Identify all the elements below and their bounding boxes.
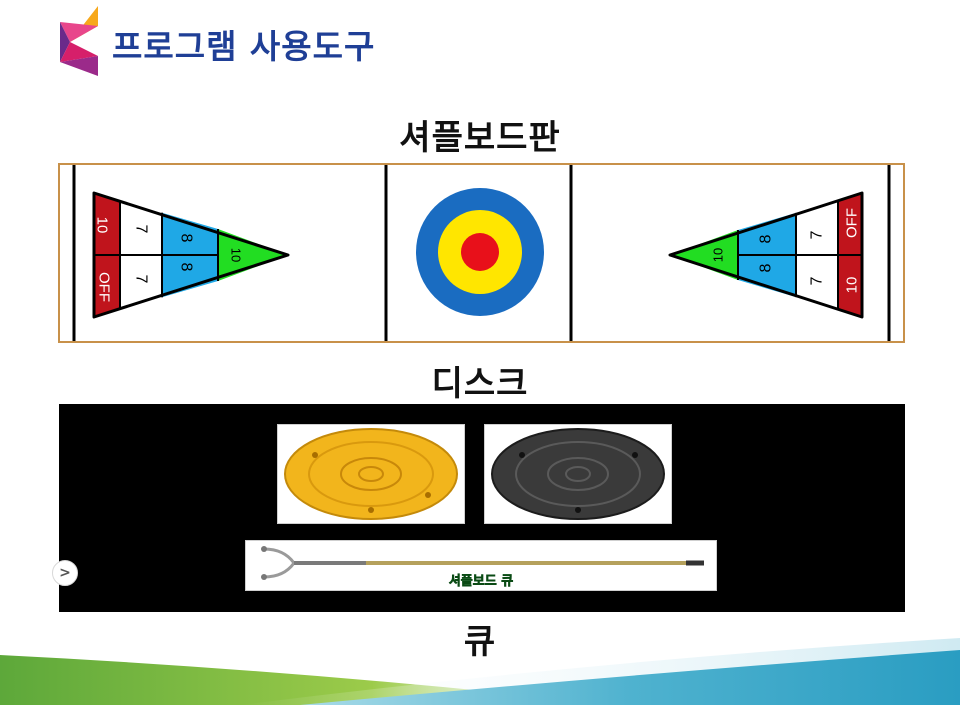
black-disc-photo bbox=[484, 424, 672, 524]
center-target bbox=[416, 188, 544, 316]
right-zone-off: OFF bbox=[844, 208, 861, 238]
slide-title: 프로그램 사용도구 bbox=[112, 27, 376, 66]
cue-photo: 셔플보드 큐 bbox=[245, 540, 717, 591]
next-slide-button[interactable]: > bbox=[52, 560, 78, 586]
left-zone-tip: 10 bbox=[229, 248, 244, 262]
disc-heading: 디스크 bbox=[431, 364, 529, 404]
left-zone-8-bottom: 8 bbox=[178, 263, 195, 272]
equipment-photo-panel: 셔플보드 큐 bbox=[59, 404, 905, 612]
right-scoring-triangle bbox=[668, 191, 864, 319]
shuffleboard-court: 10 OFF 7 7 8 8 10 OFF 10 7 7 8 8 10 bbox=[58, 163, 905, 343]
cue-heading: 큐 bbox=[463, 622, 497, 662]
bottom-wave-decoration bbox=[0, 638, 960, 705]
right-zone-7-top: 7 bbox=[809, 230, 826, 239]
yellow-disc-photo bbox=[277, 424, 465, 524]
board-heading: 셔플보드판 bbox=[399, 118, 561, 158]
chevron-right-icon: > bbox=[59, 565, 71, 581]
left-zone-8-top: 8 bbox=[178, 234, 195, 243]
cue-caption: 셔플보드 큐 bbox=[449, 573, 513, 589]
right-zone-8-bottom: 8 bbox=[758, 263, 775, 272]
left-scoring-triangle bbox=[92, 191, 290, 319]
left-zone-7-top: 7 bbox=[133, 225, 150, 234]
right-zone-7-bottom: 7 bbox=[809, 276, 826, 285]
right-zone-tip: 10 bbox=[711, 248, 726, 262]
left-zone-10: 10 bbox=[94, 217, 111, 234]
slide-logo-icon bbox=[60, 6, 98, 76]
left-zone-off: OFF bbox=[96, 272, 113, 302]
right-zone-10: 10 bbox=[844, 277, 861, 294]
right-zone-8-top: 8 bbox=[758, 234, 775, 243]
left-zone-7-bottom: 7 bbox=[133, 275, 150, 284]
